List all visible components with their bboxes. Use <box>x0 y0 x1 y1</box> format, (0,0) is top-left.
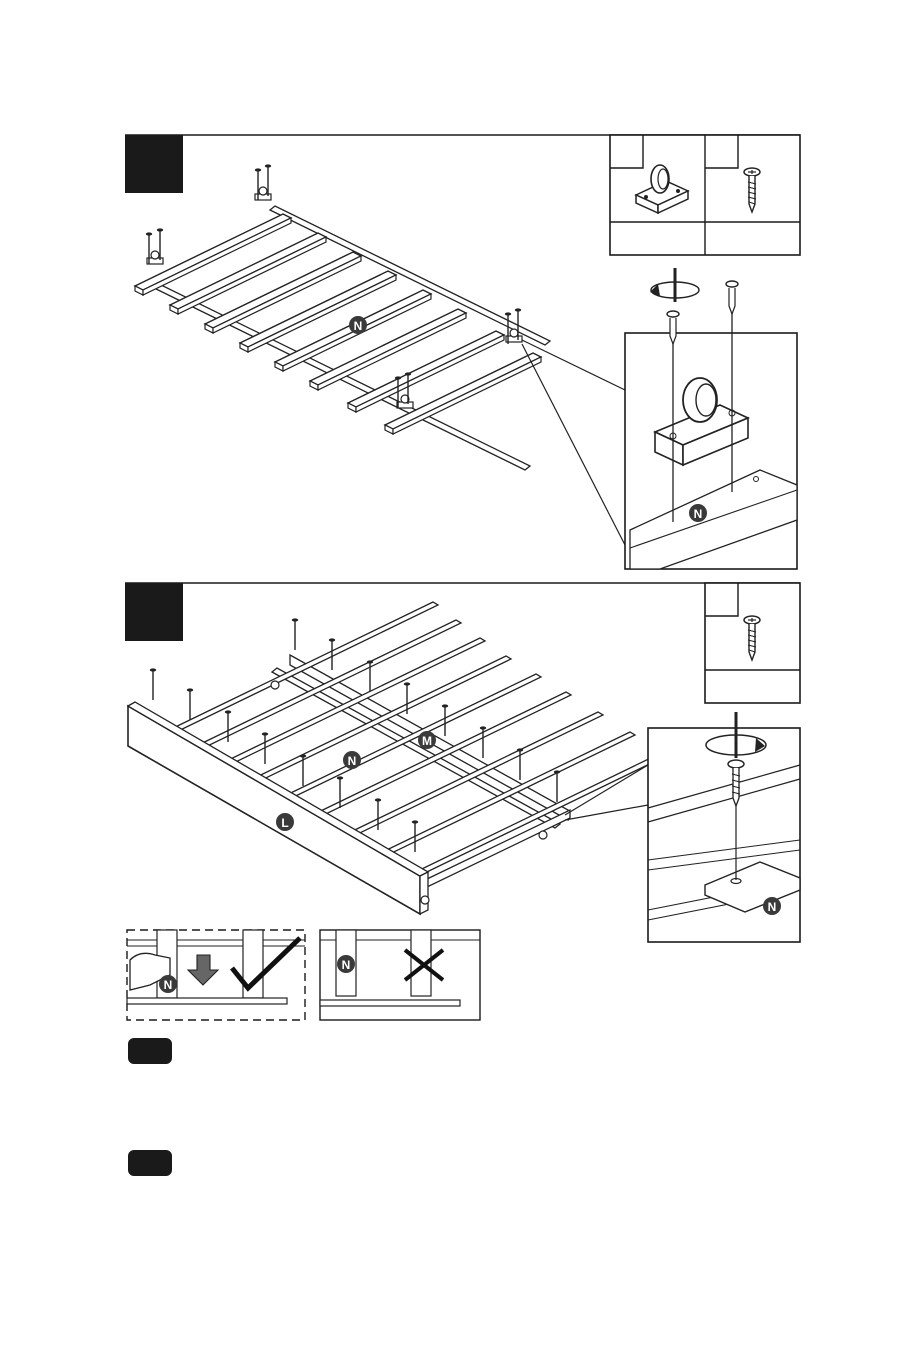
correct-example-label: N <box>164 978 173 992</box>
wrong-example-panel: N <box>320 930 480 1020</box>
step-1-number-badge <box>125 135 183 193</box>
step-1-detail-panel: N <box>625 268 797 569</box>
wrong-example-label: N <box>342 958 351 972</box>
step-2-number-badge <box>125 583 183 641</box>
step-2-panel: M N L N <box>125 583 800 1020</box>
step-2-parts-table <box>705 583 800 703</box>
step-2-detail-label: N <box>768 900 777 914</box>
step-1-parts-table <box>610 135 800 255</box>
note-1 <box>128 1038 172 1064</box>
note-2-badge <box>128 1150 172 1176</box>
step-2-detail-panel: N <box>648 712 800 942</box>
step-1-slat-label: N <box>354 319 363 333</box>
step-1-panel: N <box>125 135 800 569</box>
slat-panel-drawing: N <box>135 164 625 545</box>
step-1-detail-label: N <box>694 507 703 521</box>
note-1-badge <box>128 1038 172 1064</box>
step-2-rail-label: L <box>281 816 288 830</box>
note-2 <box>128 1150 172 1176</box>
step-2-beam-label: M <box>422 734 432 748</box>
step-2-slats-label: N <box>348 754 357 768</box>
correct-example-panel: N <box>127 930 305 1020</box>
bed-frame-drawing: M N L <box>128 602 668 914</box>
